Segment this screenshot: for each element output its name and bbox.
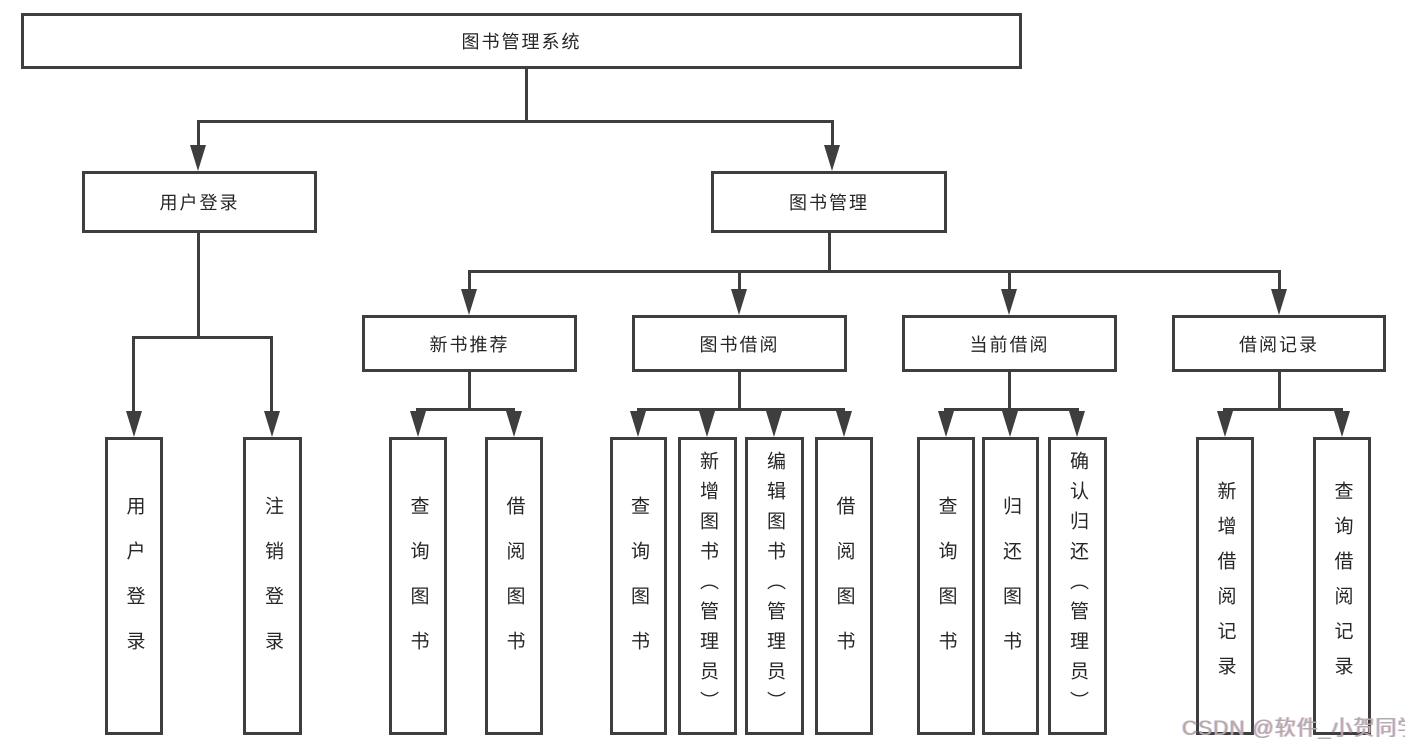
arrowhead-down xyxy=(1334,411,1350,437)
node-book-management: 图书管理 xyxy=(711,171,947,233)
connector-book-mgmt-stem xyxy=(828,233,831,273)
leaf-label: 借阅图书 xyxy=(833,496,855,676)
connector-drop xyxy=(270,336,273,416)
leaf-borrow-books-borrowing: 借阅图书 xyxy=(815,437,873,735)
leaf-user-login: 用户登录 xyxy=(105,437,163,735)
node-label: 图书管理 xyxy=(789,193,869,213)
leaf-add-borrow-record: 新增借阅记录 xyxy=(1196,437,1254,735)
node-label: 新书推荐 xyxy=(429,334,510,355)
leaf-label: 借阅图书 xyxy=(503,496,525,676)
leaf-label: 用户登录 xyxy=(123,496,145,676)
leaf-add-book-admin: 新增图书（管理员） xyxy=(678,437,737,735)
leaf-label: 查询图书 xyxy=(407,496,429,676)
arrowhead-down xyxy=(1271,289,1287,315)
connector-stem xyxy=(468,372,471,411)
leaf-label: 注销登录 xyxy=(262,496,283,676)
connector-stem xyxy=(1008,372,1011,411)
connector-drop xyxy=(831,120,834,150)
leaf-label: 新增图书（管理员） xyxy=(697,451,718,721)
node-label: 用户登录 xyxy=(159,193,240,213)
connector-drop xyxy=(1278,270,1281,294)
connector-stem xyxy=(1278,372,1281,411)
connector-drop xyxy=(468,270,471,294)
leaf-query-borrow-record: 查询借阅记录 xyxy=(1313,437,1371,735)
arrowhead-down xyxy=(938,411,954,437)
arrowhead-down xyxy=(824,145,840,171)
connector-branch-level2 xyxy=(468,270,1281,273)
arrowhead-down xyxy=(836,411,852,437)
connector-drop xyxy=(1008,270,1011,294)
arrowhead-down xyxy=(506,411,522,437)
node-book-borrowing: 图书借阅 xyxy=(632,315,847,372)
node-label: 图书管理系统 xyxy=(461,32,582,52)
arrowhead-down xyxy=(461,289,477,315)
connector-drop xyxy=(132,336,135,416)
leaf-label: 编辑图书（管理员） xyxy=(764,451,785,721)
connector-drop xyxy=(738,270,741,294)
connector-branch-level1 xyxy=(197,120,834,123)
arrowhead-down xyxy=(1069,411,1085,437)
leaf-label: 查询借阅记录 xyxy=(1331,481,1353,691)
leaf-borrow-books-recommend: 借阅图书 xyxy=(485,437,543,735)
node-label: 当前借阅 xyxy=(969,334,1050,355)
connector-user-login-stem xyxy=(197,233,200,339)
node-label: 图书借阅 xyxy=(699,334,780,355)
leaf-label: 新增借阅记录 xyxy=(1214,481,1236,691)
arrowhead-down xyxy=(1002,411,1018,437)
node-new-book-recommend: 新书推荐 xyxy=(362,315,577,372)
connector-branch xyxy=(416,408,515,411)
leaf-logout: 注销登录 xyxy=(243,437,302,735)
arrowhead-down xyxy=(126,411,142,437)
leaf-label: 确认归还（管理员） xyxy=(1067,451,1088,721)
connector-branch-user-login xyxy=(132,336,273,339)
leaf-return-book: 归还图书 xyxy=(982,437,1039,735)
node-current-borrowing: 当前借阅 xyxy=(902,315,1117,372)
connector-stem xyxy=(738,372,741,411)
leaf-query-books-borrowing: 查询图书 xyxy=(610,437,667,735)
node-library-management-system: 图书管理系统 xyxy=(21,13,1022,69)
arrowhead-down xyxy=(731,289,747,315)
leaf-confirm-return-admin: 确认归还（管理员） xyxy=(1048,437,1107,735)
connector-branch xyxy=(1223,408,1343,411)
csdn-watermark: CSDN @软件_小贺同学 xyxy=(1182,717,1405,740)
arrowhead-down xyxy=(1001,289,1017,315)
leaf-query-books-current: 查询图书 xyxy=(917,437,975,735)
leaf-label: 查询图书 xyxy=(935,496,957,676)
connector-branch xyxy=(637,408,845,411)
leaf-query-books-recommend: 查询图书 xyxy=(389,437,447,735)
leaf-label: 归还图书 xyxy=(1000,496,1021,676)
node-borrow-records: 借阅记录 xyxy=(1172,315,1386,372)
arrowhead-down xyxy=(1217,411,1233,437)
arrowhead-down xyxy=(264,411,280,437)
arrowhead-down xyxy=(630,411,646,437)
node-label: 借阅记录 xyxy=(1239,334,1319,355)
node-user-login: 用户登录 xyxy=(82,171,317,233)
arrowhead-down xyxy=(699,411,715,437)
connector-root-stem xyxy=(525,69,528,122)
arrowhead-down xyxy=(766,411,782,437)
connector-drop xyxy=(197,120,200,150)
arrowhead-down xyxy=(190,145,206,171)
leaf-edit-book-admin: 编辑图书（管理员） xyxy=(745,437,804,735)
leaf-label: 查询图书 xyxy=(628,496,649,676)
arrowhead-down xyxy=(410,411,426,437)
